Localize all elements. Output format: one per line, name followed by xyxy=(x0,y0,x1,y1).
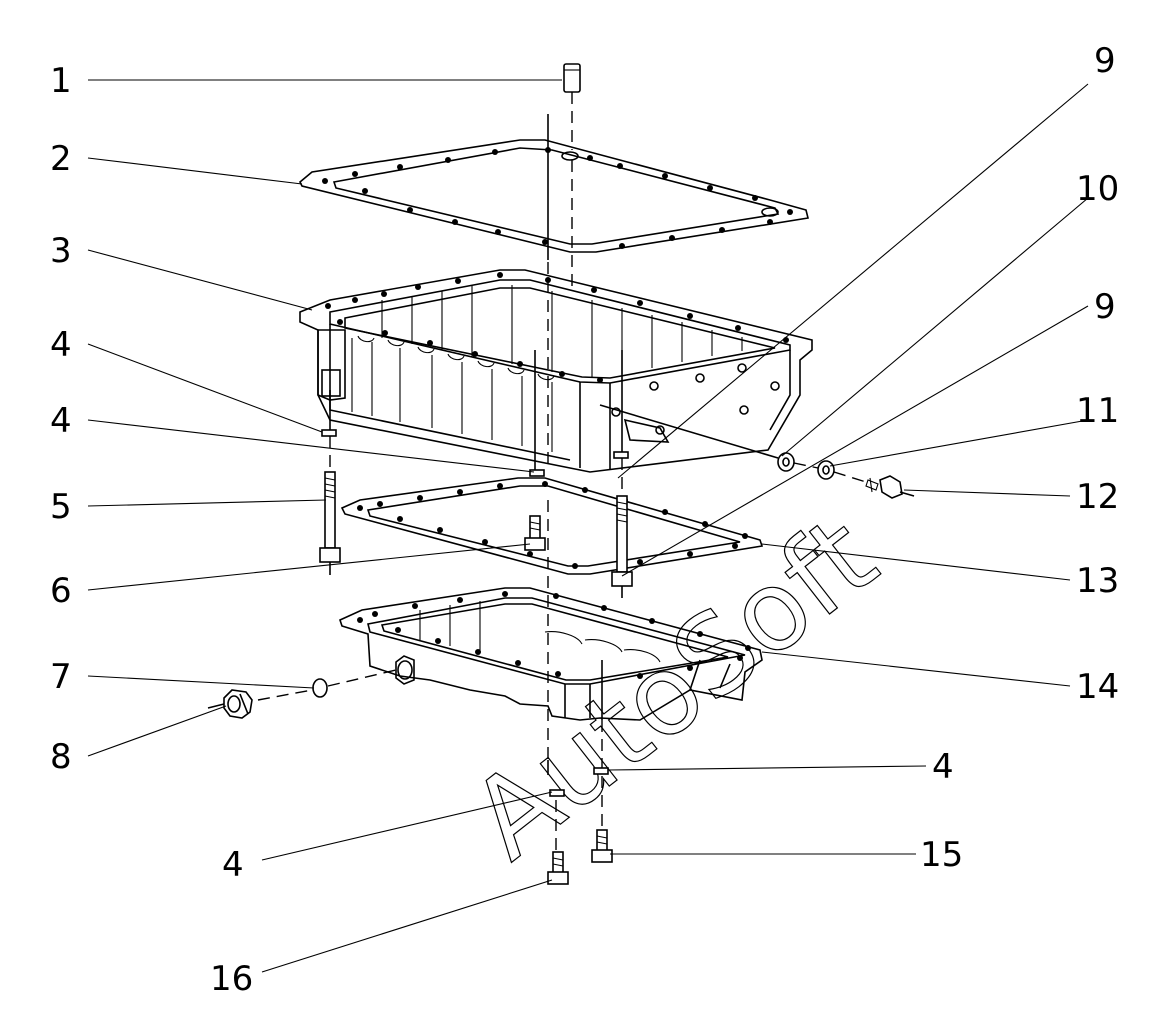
housing-flange-holes xyxy=(325,272,789,383)
callout-10: 10 xyxy=(1076,169,1119,209)
callout-16: 16 xyxy=(210,959,253,999)
callout-4d: 4 xyxy=(222,845,244,885)
callout-labels: 1 2 3 4 4 5 6 7 8 9 10 9 11 12 13 14 4 4… xyxy=(50,41,1119,999)
part-16-bolt xyxy=(547,851,569,885)
watermark-text: AutoSoft xyxy=(448,492,899,884)
callout-9b: 9 xyxy=(1094,287,1116,327)
callout-11: 11 xyxy=(1076,391,1119,431)
callout-5: 5 xyxy=(50,487,72,527)
callout-1: 1 xyxy=(50,61,72,101)
callout-4b: 4 xyxy=(50,401,72,441)
callout-4a: 4 xyxy=(50,325,72,365)
part-13-lower-gasket xyxy=(340,477,764,575)
gasket-2-holes xyxy=(322,147,793,249)
housing-end-face xyxy=(611,363,780,443)
part-11-washer xyxy=(817,460,835,480)
callout-6: 6 xyxy=(50,571,72,611)
part-7-seal-ring xyxy=(312,678,328,698)
part-8-drain-plug xyxy=(223,689,253,719)
lower-pan-holes xyxy=(357,591,751,679)
callout-3: 3 xyxy=(50,231,72,271)
part-1-dowel xyxy=(563,63,581,93)
callout-14: 14 xyxy=(1076,667,1119,707)
part-3-upper-housing xyxy=(299,269,813,473)
part-4-washer-lower-left xyxy=(549,789,565,797)
leader-lines xyxy=(87,79,1089,973)
callout-13: 13 xyxy=(1076,561,1119,601)
callout-7: 7 xyxy=(50,657,72,697)
callout-4c: 4 xyxy=(932,747,954,787)
part-2-upper-gasket xyxy=(299,139,809,253)
callout-9a: 9 xyxy=(1094,41,1116,81)
part-14-lower-pan xyxy=(339,587,763,721)
callout-8: 8 xyxy=(50,737,72,777)
part-5-long-bolt xyxy=(319,471,341,563)
callout-12: 12 xyxy=(1076,477,1119,517)
part-6-short-bolt xyxy=(524,515,546,551)
callout-2: 2 xyxy=(50,139,72,179)
part-9-washer xyxy=(777,452,795,472)
part-4-washer-upper xyxy=(321,429,337,437)
watermark: AutoSoft xyxy=(447,491,899,884)
callout-15: 15 xyxy=(920,835,963,875)
part-5-long-bolt-right xyxy=(611,495,633,587)
part-12-plug xyxy=(865,475,903,499)
assembly-axis-lines xyxy=(207,92,915,852)
part-4-washer-mid xyxy=(529,451,629,477)
part-4-washer-lower-right xyxy=(593,767,609,775)
housing-ribs xyxy=(351,285,743,452)
part-15-bolt xyxy=(591,829,613,863)
